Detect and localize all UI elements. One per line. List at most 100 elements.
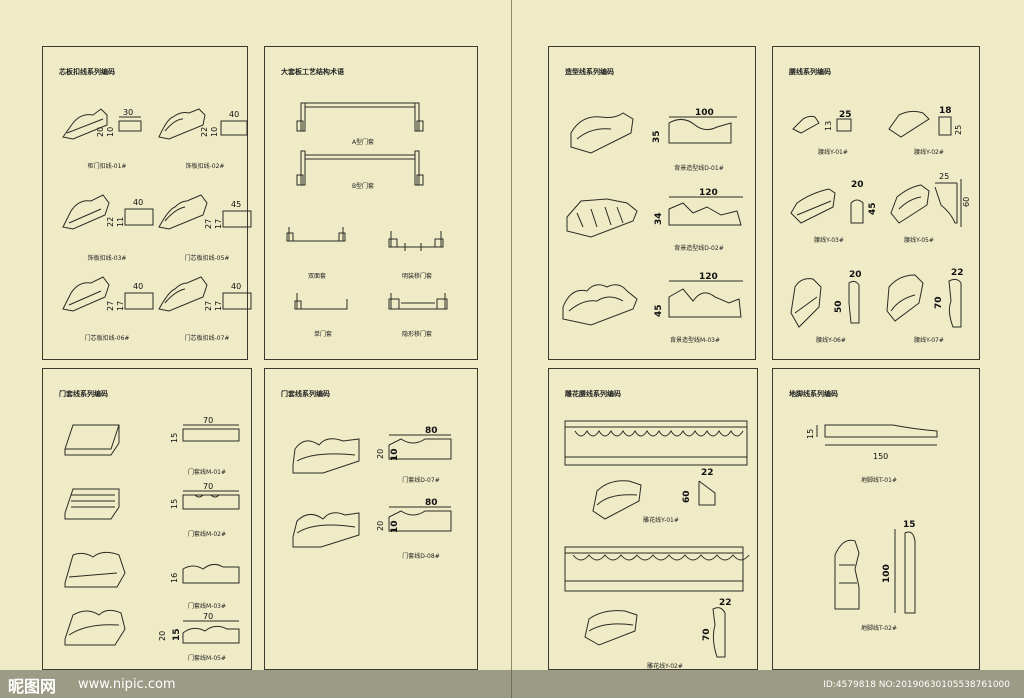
- svg-text:11: 11: [116, 217, 125, 227]
- waist-y05: 25 60: [890, 172, 971, 227]
- svg-text:40: 40: [229, 110, 239, 119]
- panel-title: 门套线系列编码: [281, 390, 330, 398]
- moulding-drawings: 100 35 120 34 120 45: [562, 108, 743, 326]
- svg-text:13: 13: [824, 121, 833, 131]
- panel-title: 门套线系列编码: [59, 390, 108, 398]
- skirting-t01: 150 15: [806, 424, 938, 461]
- item-label: 单门套: [313, 331, 333, 338]
- item-label: 门芯板扣线-05#: [184, 255, 230, 262]
- item-label: 门套线M-05#: [187, 655, 227, 662]
- carved-frieze-1: [564, 420, 748, 466]
- svg-text:45: 45: [231, 200, 241, 209]
- single-casing: [294, 293, 348, 310]
- svg-text:20: 20: [376, 521, 385, 531]
- item-label: 地脚线T-02#: [861, 625, 897, 632]
- svg-text:17: 17: [116, 301, 125, 311]
- svg-text:120: 120: [699, 188, 718, 198]
- svg-text:16: 16: [170, 573, 179, 583]
- svg-text:100: 100: [695, 108, 714, 118]
- svg-text:60: 60: [682, 490, 692, 503]
- svg-text:70: 70: [934, 296, 944, 309]
- svg-text:10: 10: [106, 127, 115, 137]
- svg-text:15: 15: [806, 429, 815, 439]
- panel-title: 造型线系列编码: [565, 68, 614, 76]
- type-b-casing: [296, 150, 424, 186]
- svg-text:22: 22: [106, 217, 115, 227]
- page-fold: [511, 0, 512, 698]
- item-label: 明装移门套: [401, 273, 433, 280]
- casing-m03: 16: [64, 551, 240, 588]
- item-label: 门套线D-08#: [402, 553, 440, 560]
- item-label: 门套线M-02#: [187, 531, 227, 538]
- item-label: 地脚线T-01#: [861, 477, 897, 484]
- panel-door-casing-terms: 大套板工艺结构术语 A型门套 B型门套 双面套 明装移门套 单门套 隐形移门套: [264, 46, 478, 360]
- casing-m05: 70 20 15: [64, 609, 240, 646]
- moulding-d02: 120 34: [566, 188, 743, 238]
- item-label: 腰线Y-01#: [818, 149, 848, 156]
- svg-text:15: 15: [172, 628, 182, 641]
- item-label: 背景造型线D-02#: [674, 245, 724, 252]
- svg-text:70: 70: [203, 612, 213, 621]
- svg-text:27: 27: [204, 301, 213, 311]
- svg-text:17: 17: [214, 219, 223, 229]
- svg-text:25: 25: [954, 125, 963, 135]
- svg-text:22: 22: [200, 127, 209, 137]
- svg-text:70: 70: [203, 482, 213, 491]
- svg-text:20: 20: [851, 180, 864, 190]
- svg-text:25: 25: [939, 172, 949, 181]
- svg-text:40: 40: [231, 282, 241, 291]
- svg-text:60: 60: [962, 197, 971, 207]
- moulding-d01: 100 35: [570, 108, 737, 154]
- svg-text:22: 22: [701, 468, 714, 478]
- panel-title: 雕花腰线系列编码: [565, 390, 621, 398]
- panel-title: 地脚线系列编码: [789, 390, 838, 398]
- svg-text:34: 34: [654, 212, 664, 225]
- item-label: 腰线Y-05#: [904, 237, 934, 244]
- double-casing: [286, 227, 346, 242]
- svg-text:20: 20: [158, 631, 167, 641]
- svg-text:45: 45: [654, 304, 664, 317]
- svg-text:27: 27: [106, 301, 115, 311]
- svg-text:17: 17: [214, 301, 223, 311]
- svg-text:35: 35: [652, 130, 662, 143]
- svg-text:70: 70: [203, 416, 213, 425]
- watermark-bar: [0, 670, 1024, 698]
- item-label: 腰线Y-07#: [914, 337, 944, 344]
- panel-title: 腰线系列编码: [789, 68, 831, 76]
- sliding-casing: [388, 231, 444, 251]
- item-label: 门套线M-03#: [187, 603, 227, 610]
- hidden-sliding-casing: [388, 293, 448, 310]
- watermark-url: www.nipic.com: [78, 677, 176, 692]
- svg-text:100: 100: [882, 564, 892, 583]
- svg-text:10: 10: [390, 520, 400, 533]
- svg-text:70: 70: [702, 628, 712, 641]
- svg-text:150: 150: [873, 452, 888, 461]
- item-label: 柜门扣线-01#: [87, 163, 127, 170]
- item-label: 门套线M-01#: [187, 469, 227, 476]
- item-label: 饰板扣线-02#: [185, 163, 225, 170]
- item-label: 雕花线Y-02#: [647, 663, 683, 670]
- svg-text:20: 20: [96, 127, 105, 137]
- svg-text:30: 30: [123, 108, 133, 117]
- item-label: 腰线Y-02#: [914, 149, 944, 156]
- panel-title: 大套板工艺结构术语: [281, 68, 344, 76]
- item-label: 腰线Y-03#: [814, 237, 844, 244]
- svg-text:40: 40: [133, 282, 143, 291]
- carved-frieze-2: [564, 546, 750, 592]
- item-label: 饰板扣线-03#: [87, 255, 127, 262]
